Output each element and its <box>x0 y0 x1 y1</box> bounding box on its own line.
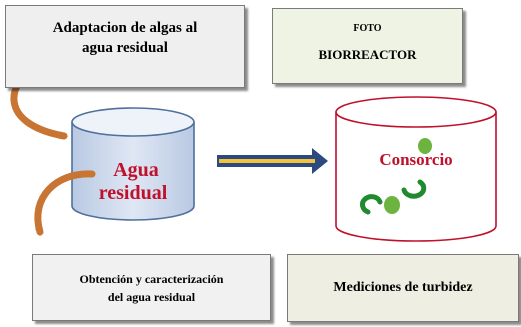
adaptation-box-line1: Adaptacion de algas al <box>52 20 198 36</box>
adaptation-box-line2: agua residual <box>81 40 168 56</box>
curved-arrow-to-obtention <box>34 170 96 236</box>
algae-crescent-icon <box>360 194 383 215</box>
measurements-box: Mediciones de turbidez <box>287 254 519 322</box>
obtention-box-line2: del agua residual <box>107 289 196 304</box>
algae-cells <box>360 138 432 215</box>
water-cylinder: Agua residual <box>71 107 195 221</box>
water-cylinder-label-line1: Agua <box>113 159 159 181</box>
consortium-cylinder: Consorcio <box>335 96 497 242</box>
process-arrow <box>217 148 328 174</box>
measurements-label: Mediciones de turbidez <box>333 280 473 295</box>
adaptation-box: Adaptacion de algas al agua residual <box>5 5 245 88</box>
obtention-box-line1: Obtención y caracterización <box>79 271 224 286</box>
algae-crescent-icon <box>401 179 427 199</box>
photo-box: FOTO BIORREACTOR <box>272 8 463 84</box>
photo-title: BIORREACTOR <box>318 47 417 62</box>
algae-cell-icon <box>418 138 432 154</box>
obtention-box: Obtención y caracterización del agua res… <box>32 254 271 321</box>
photo-label: FOTO <box>353 23 382 34</box>
water-cylinder-label-line2: residual <box>99 182 168 204</box>
consortium-label: Consorcio <box>379 150 452 169</box>
algae-cell-icon <box>384 196 400 214</box>
